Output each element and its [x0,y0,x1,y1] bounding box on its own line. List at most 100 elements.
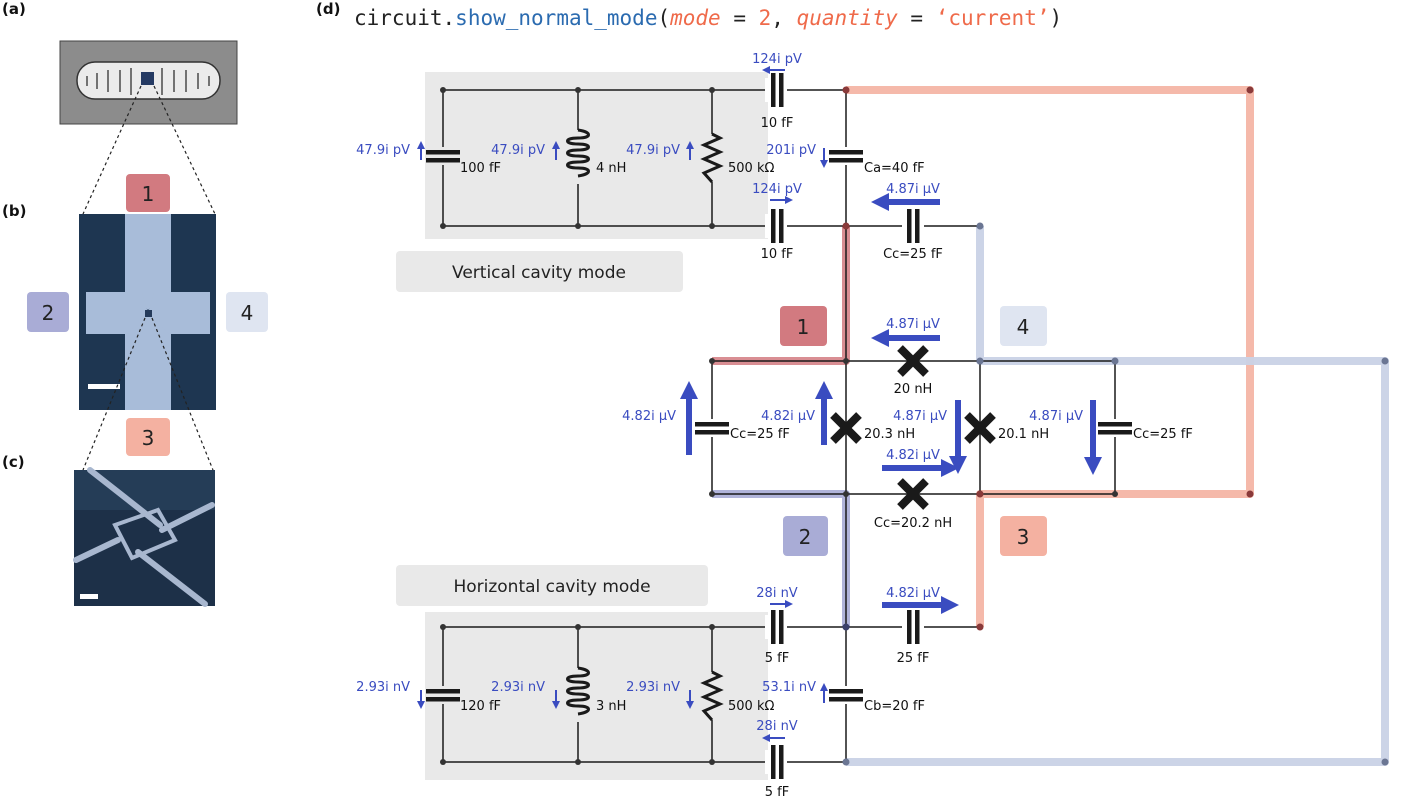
qty-h-c-bot: 28i nV [756,719,798,734]
code-arg1-name: mode [670,6,721,30]
port-label-4: 4 [1000,306,1047,346]
label-v-l: 4 nH [596,161,626,176]
small-arrows [417,66,828,742]
code-line: circuit.show_normal_mode(mode = 2, quant… [354,6,1062,30]
label-jj-left: 20.3 nH [864,427,915,442]
code-function: show_normal_mode [455,6,658,30]
qty-cc-left: 4.82i µV [622,409,676,424]
label-v-c-top: 10 fF [761,116,794,131]
port-label-3: 3 [1000,516,1047,556]
qty-h-r: 2.93i nV [626,680,680,695]
label-h-c-shunt: 120 fF [460,699,501,714]
ca-capacitor [829,147,863,165]
code-sep: , [771,6,797,30]
h-resistor [700,670,724,721]
h-coupling-cap-bottom [765,745,787,779]
panel-c-sem-image [73,467,215,607]
h-inductor [565,666,591,722]
panel-label-a: (a) [2,0,26,18]
label-cc-top: Cc=25 fF [883,247,943,262]
qty-v-c-bot: 124i pV [752,182,802,197]
label-v-r: 500 kΩ [728,161,774,176]
svg-text:3: 3 [1017,525,1030,549]
v-coupling-cap-top [765,73,787,107]
device-label-3: 3 [126,418,170,456]
qty-cb: 53.1i nV [762,680,816,695]
horizontal-cavity-label: Horizontal cavity mode [396,565,708,606]
h-right-capacitor [902,610,924,644]
code-eq2: = [897,6,936,30]
qty-jj-top: 4.87i µV [886,317,940,332]
label-h-c-top: 5 fF [765,651,789,666]
label-jj-top: 20 nH [894,382,933,397]
code-arg2-value: ‘current’ [935,6,1050,30]
code-open: ( [657,6,671,30]
label-cc-right: Cc=25 fF [1133,427,1193,442]
code-arg2-name: quantity [796,6,898,30]
qty-v-r: 47.9i pV [626,143,680,158]
label-ca: Ca=40 fF [864,161,925,176]
qty-jj-left: 4.82i µV [761,409,815,424]
cc-left-capacitor [695,419,729,437]
panel-label-d: (d) [316,0,341,18]
v-inductor [565,128,591,184]
label-v-c-bot: 10 fF [761,247,794,262]
device-label-4: 4 [226,292,268,332]
device-label-1: 1 [126,174,170,212]
cc-top-capacitor [902,209,924,243]
qty-v-c-shunt: 47.9i pV [356,143,410,158]
qty-v-l: 47.9i pV [491,143,545,158]
code-close: ) [1049,6,1063,30]
svg-text:1: 1 [142,182,155,206]
label-h-r: 500 kΩ [728,699,774,714]
qty-v-c-top: 124i pV [752,52,802,67]
port-label-1: 1 [780,306,827,346]
qty-cc-top: 4.87i µV [886,182,940,197]
panel-b-device-image [79,214,216,410]
qty-cc-right: 4.87i µV [1029,409,1083,424]
v-resistor [700,132,724,183]
port-label-2: 2 [783,516,828,556]
svg-text:4: 4 [241,301,254,325]
svg-text:2: 2 [42,301,55,325]
label-jj-bottom: Cc=20.2 nH [874,516,952,531]
qty-jj-bottom: 4.82i µV [886,448,940,463]
big-arrows [680,193,1102,614]
v-coupling-cap-bottom [765,209,787,243]
svg-text:Horizontal cavity mode: Horizontal cavity mode [453,577,650,597]
h-shunt-capacitor [426,686,460,704]
cc-right-capacitor [1098,419,1132,437]
code-eq1: = [720,6,759,30]
label-h-l: 3 nH [596,699,626,714]
qty-h-l: 2.93i nV [491,680,545,695]
svg-text:4: 4 [1017,315,1030,339]
label-h-c-right: 25 fF [897,651,930,666]
panel-label-b: (b) [2,202,27,220]
qty-ca: 201i pV [766,143,816,158]
vertical-cavity-label: Vertical cavity mode [396,251,683,292]
code-object: circuit [354,6,443,30]
qty-h-c-top: 28i nV [756,586,798,601]
circuit-nodes [440,86,1389,766]
label-v-c-shunt: 100 fF [460,161,501,176]
panel-a-cavity-chip [59,40,238,125]
label-cc-left: Cc=25 fF [730,427,790,442]
label-cb: Cb=20 fF [864,699,925,714]
qty-h-c-right: 4.82i µV [886,586,940,601]
qty-jj-right: 4.87i µV [893,409,947,424]
cb-capacitor [829,686,863,704]
svg-text:2: 2 [799,525,812,549]
label-h-c-bot: 5 fF [765,785,789,800]
device-label-2: 2 [27,292,69,332]
node-highlights [712,86,1389,766]
h-coupling-cap-top [765,610,787,644]
svg-text:1: 1 [797,315,810,339]
svg-text:Vertical cavity mode: Vertical cavity mode [452,263,626,283]
code-arg1-value: 2 [758,6,772,30]
code-dot: . [442,6,456,30]
svg-text:3: 3 [142,426,155,450]
panel-label-c: (c) [2,453,25,471]
v-shunt-capacitor [426,147,460,165]
qty-h-c-shunt: 2.93i nV [356,680,410,695]
